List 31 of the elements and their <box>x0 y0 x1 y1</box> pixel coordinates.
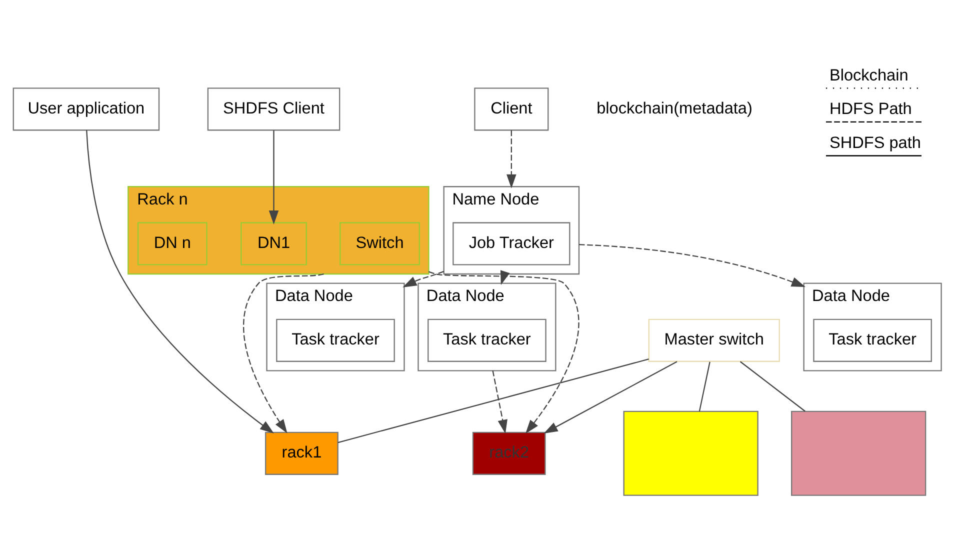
node-box: rack1 <box>265 431 338 474</box>
legend-label: HDFS Path <box>829 100 912 118</box>
legend-label: SHDFS path <box>829 133 921 152</box>
connector <box>338 358 649 443</box>
arrow <box>544 360 678 434</box>
node-box: SHDFS Client <box>207 87 340 130</box>
node-box <box>623 410 758 496</box>
node-box: rack2 <box>472 431 546 474</box>
arrow <box>578 244 806 287</box>
node-box: DN1 <box>240 222 307 265</box>
legend-label: Blockchain <box>829 66 908 84</box>
arrow <box>492 370 508 434</box>
label: blockchain(metadata) <box>596 98 752 117</box>
arrow <box>243 272 324 433</box>
arrow <box>428 270 580 434</box>
node-box: Switch <box>340 222 420 265</box>
arrow <box>86 130 274 433</box>
node-box <box>791 410 926 496</box>
arrow <box>268 130 279 224</box>
connector <box>698 361 710 412</box>
node-box: Task tracker <box>813 318 932 362</box>
node-box: Job Tracker <box>452 222 570 265</box>
node-box: User application <box>12 87 160 130</box>
node-box: DN n <box>137 222 208 265</box>
node-box: Task tracker <box>276 318 395 362</box>
connector <box>740 360 806 412</box>
node-box: Client <box>474 87 549 130</box>
node-box: Task tracker <box>428 318 546 362</box>
arrow <box>402 270 444 287</box>
arrow <box>506 130 516 188</box>
node-box: Master switch <box>648 318 780 362</box>
